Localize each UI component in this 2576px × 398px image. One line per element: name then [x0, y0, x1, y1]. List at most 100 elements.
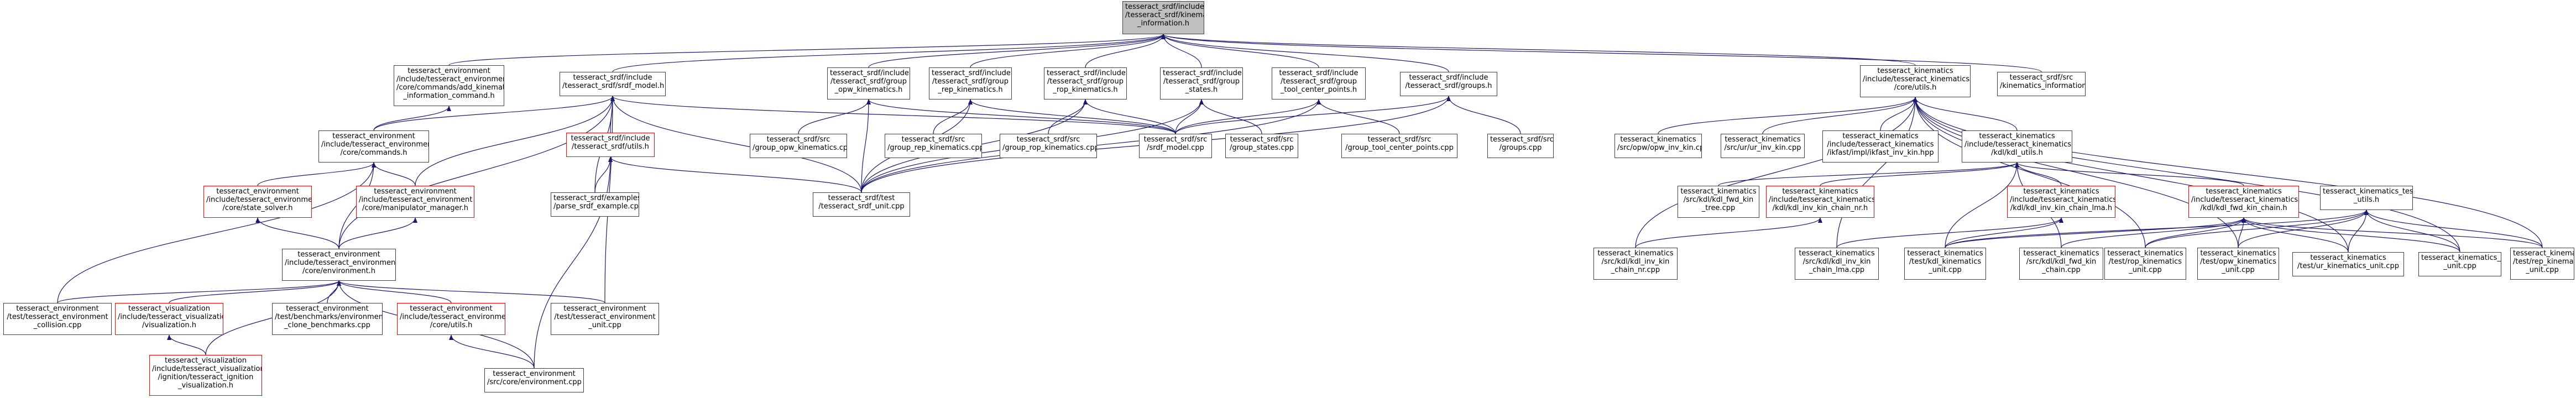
edge-rop_unit-to-kdl_fwd_chain_h — [2145, 217, 2246, 248]
graph-node-bench[interactable]: tesseract_environment /test/benchmarks/e… — [272, 303, 383, 335]
graph-node-envh[interactable]: tesseract_environment /include/tesseract… — [282, 249, 396, 281]
graph-node-states[interactable]: tesseract_srdf/include /tesseract_srdf/g… — [1160, 67, 1243, 100]
edge-ur_unit-to-kin_test_utils — [2348, 210, 2369, 253]
edge-kdl_inv_lma_h2-to-kdlutils — [2015, 162, 2062, 186]
edge-srdfcpp-to-states — [1175, 99, 1204, 134]
edge-manip-to-commands — [372, 162, 416, 186]
graph-node-vis[interactable]: tesseract_visualization /include/tessera… — [115, 303, 223, 335]
graph-node-g-rep[interactable]: tesseract_srdf/src /group_rep_kinematics… — [885, 134, 982, 158]
graph-node-rep-unit[interactable]: tesseract_kinematics /test/rep_kinematic… — [2510, 248, 2574, 280]
edge-srdfunit-to-opw — [861, 99, 871, 193]
edge-envcpp-to-srdfutils — [534, 156, 613, 369]
graph-node-rop-unit[interactable]: tesseract_kinematics /test/rop_kinematic… — [2104, 248, 2186, 280]
edge-manip-to-srdfh — [415, 96, 615, 186]
graph-node-add[interactable]: tesseract_environment /include/tesseract… — [394, 65, 504, 106]
edge-kdl_inv_lma-to-kdl_inv_lma_h2 — [1836, 217, 2063, 248]
graph-node-kutils[interactable]: tesseract_kinematics /include/tesseract_… — [1860, 65, 1971, 97]
graph-node-rop[interactable]: tesseract_srdf/include /tesseract_srdf/g… — [1044, 67, 1127, 100]
graph-node-opw[interactable]: tesseract_srdf/include /tesseract_srdf/g… — [827, 67, 910, 100]
graph-node-kdl-fwd-tree[interactable]: tesseract_kinematics /src/kdl/kdl_fwd_ki… — [1678, 186, 1759, 218]
graph-node-parse[interactable]: tesseract_srdf/examples /parse_srdf_exam… — [551, 192, 639, 217]
edge-kutils-to-root — [1161, 34, 1916, 66]
graph-node-core-unit[interactable]: tesseract_kinematics_core _unit.cpp — [2418, 252, 2501, 276]
edge-envh-to-manip — [338, 217, 417, 249]
edge-kdl_fwd_chain-to-kdl_fwd_chain_h — [2061, 217, 2246, 248]
graph-node-kicpp[interactable]: tesseract_srdf/src /kinematics_informati… — [1997, 72, 2086, 96]
graph-node-srdfcpp[interactable]: tesseract_srdf/src /srdf_model.cpp — [1139, 134, 1212, 158]
edge-ur_unit-to-kdl_fwd_chain_h — [2241, 217, 2349, 253]
edge-ign-to-vis — [167, 334, 206, 355]
graph-node-envunit[interactable]: tesseract_environment /test/tesseract_en… — [551, 303, 659, 335]
graph-node-envcpp[interactable]: tesseract_environment /src/core/environm… — [484, 368, 584, 392]
edge-opw_inv-to-kutils — [1658, 97, 1917, 134]
edge-rep_unit-to-kin_test_utils — [2364, 210, 2543, 248]
graph-node-tcp[interactable]: tesseract_srdf/include /tesseract_srdf/g… — [1272, 67, 1366, 100]
edge-g_rop-to-rop — [1048, 99, 1088, 134]
graph-node-solver[interactable]: tesseract_environment /include/tesseract… — [203, 186, 312, 218]
edge-g_states-to-states — [1199, 99, 1262, 134]
edge-rep_unit-to-kutils — [1913, 97, 2543, 248]
graph-node-rep[interactable]: tesseract_srdf/include /tesseract_srdf/g… — [929, 67, 1012, 100]
edge-solver-to-commands — [257, 162, 376, 186]
graph-node-srdfutils[interactable]: tesseract_srdf/include /tesseract_srdf/u… — [566, 133, 655, 157]
edge-kicpp-to-root — [1161, 34, 2042, 72]
graph-node-opw-unit[interactable]: tesseract_kinematics /test/opw_kinematic… — [2197, 248, 2279, 280]
graph-node-envutils[interactable]: tesseract_environment /include/tesseract… — [397, 303, 505, 335]
edge-collision-to-envh — [57, 280, 341, 303]
edge-groupscpp-to-groups — [1446, 96, 1521, 134]
edge-kdl_inv_nr-to-kdl_inv_lma_h — [1635, 217, 1822, 248]
edge-srdfcpp-to-rop — [1083, 99, 1176, 134]
graph-node-root: tesseract_srdf/include /tesseract_srdf/k… — [1122, 1, 1204, 34]
edge-opw_unit-to-kutils — [1913, 97, 2239, 248]
edge-kdl_inv_nr-to-kutils — [1635, 97, 1917, 248]
graph-node-ur-inv[interactable]: tesseract_kinematics /src/ur/ur_inv_kin.… — [1721, 134, 1805, 158]
graph-node-ikfast[interactable]: tesseract_kinematics /include/tesseract_… — [1822, 130, 1938, 163]
edge-groups-to-root — [1161, 34, 1449, 72]
graph-node-kdl-fwd-chain[interactable]: tesseract_kinematics /src/kdl/kdl_fwd_ki… — [2019, 248, 2103, 280]
graph-node-groupscpp[interactable]: tesseract_srdf/src /groups.cpp — [1487, 134, 1554, 158]
graph-node-kdl-inv-lma-h2[interactable]: tesseract_kinematics /include/tesseract_… — [2007, 186, 2115, 218]
graph-node-ur-unit[interactable]: tesseract_kinematics /test/ur_kinematics… — [2292, 252, 2404, 276]
graph-node-manip[interactable]: tesseract_environment /include/tesseract… — [356, 186, 474, 218]
edge-opw_unit-to-kin_test_utils — [2238, 210, 2369, 248]
graph-node-srdfunit[interactable]: tesseract_srdf/test /tesseract_srdf_unit… — [813, 192, 910, 217]
edge-g_rep-to-rep — [933, 99, 973, 134]
edge-core_unit-to-kin_test_utils — [2364, 210, 2460, 253]
graph-node-kdl-fwd-chain-h[interactable]: tesseract_kinematics /include/tesseract_… — [2188, 186, 2299, 218]
graph-node-srdfh[interactable]: tesseract_srdf/include /tesseract_srdf/s… — [560, 72, 666, 96]
edge-envutils-to-envh — [337, 280, 452, 303]
graph-node-kdl-inv-lma[interactable]: tesseract_kinematics /src/kdl/kdl_inv_ki… — [1795, 248, 1879, 280]
graph-node-kdl-inv-nr[interactable]: tesseract_kinematics /src/kdl/kdl_inv_ki… — [1593, 248, 1678, 280]
graph-node-kin-test-utils[interactable]: tesseract_kinematics_test _utils.h — [2320, 186, 2413, 210]
edge-commands-to-add — [373, 106, 451, 131]
edge-srdfcpp-to-opw — [866, 99, 1176, 134]
edge-srdfunit-to-srdfh — [610, 96, 862, 193]
graph-node-g-opw[interactable]: tesseract_srdf/src /group_opw_kinematics… — [750, 134, 847, 158]
edge-kdl_unit-to-kdl_inv_lma_h2 — [1945, 217, 2063, 248]
edge-vis-to-envh — [169, 280, 341, 303]
graph-node-collision[interactable]: tesseract_environment /test/tesseract_en… — [3, 303, 112, 335]
graph-node-kdl-unit[interactable]: tesseract_kinematics /test/kdl_kinematic… — [1904, 248, 1986, 280]
edge-kdl_inv_lma-to-kutils — [1836, 97, 1917, 248]
graph-node-g-rop[interactable]: tesseract_srdf/src /group_rop_kinematics… — [1000, 134, 1097, 158]
edge-envunit-to-envh — [337, 280, 605, 303]
edge-kdl_inv_lma_h-to-kdlutils — [1820, 162, 2019, 186]
edge-kdl_unit-to-kdlutils — [1945, 162, 2019, 248]
graph-node-g-states[interactable]: tesseract_srdf/src /group_states.cpp — [1225, 134, 1298, 158]
edge-rep_unit-to-kdl_fwd_chain_h — [2241, 217, 2543, 248]
graph-node-opw-inv[interactable]: tesseract_kinematics /src/opw/opw_inv_ki… — [1614, 134, 1702, 158]
graph-node-groups[interactable]: tesseract_srdf/include /tesseract_srdf/g… — [1400, 72, 1497, 96]
graph-node-ign[interactable]: tesseract_visualization /include/tessera… — [149, 355, 262, 396]
edge-kdl_fwd_chain_h-to-kdlutils — [2015, 162, 2244, 186]
graph-node-kdl-inv-lma-h[interactable]: tesseract_kinematics /include/tesseract_… — [1766, 186, 1874, 218]
edge-commands-to-srdfh — [373, 96, 615, 131]
edge-opw-to-root — [868, 34, 1166, 68]
edge-add-to-root — [448, 34, 1166, 66]
graph-node-commands[interactable]: tesseract_environment /include/tesseract… — [318, 130, 429, 163]
edge-envh-to-srdfh — [338, 96, 615, 249]
edge-srdfh-to-root — [612, 34, 1166, 72]
edge-kdl_unit-to-kin_test_utils — [1945, 210, 2369, 248]
graph-node-kdlutils[interactable]: tesseract_kinematics /include/tesseract_… — [1962, 130, 2072, 163]
graph-node-g-tcp[interactable]: tesseract_srdf/src /group_tool_center_po… — [1341, 134, 1457, 158]
